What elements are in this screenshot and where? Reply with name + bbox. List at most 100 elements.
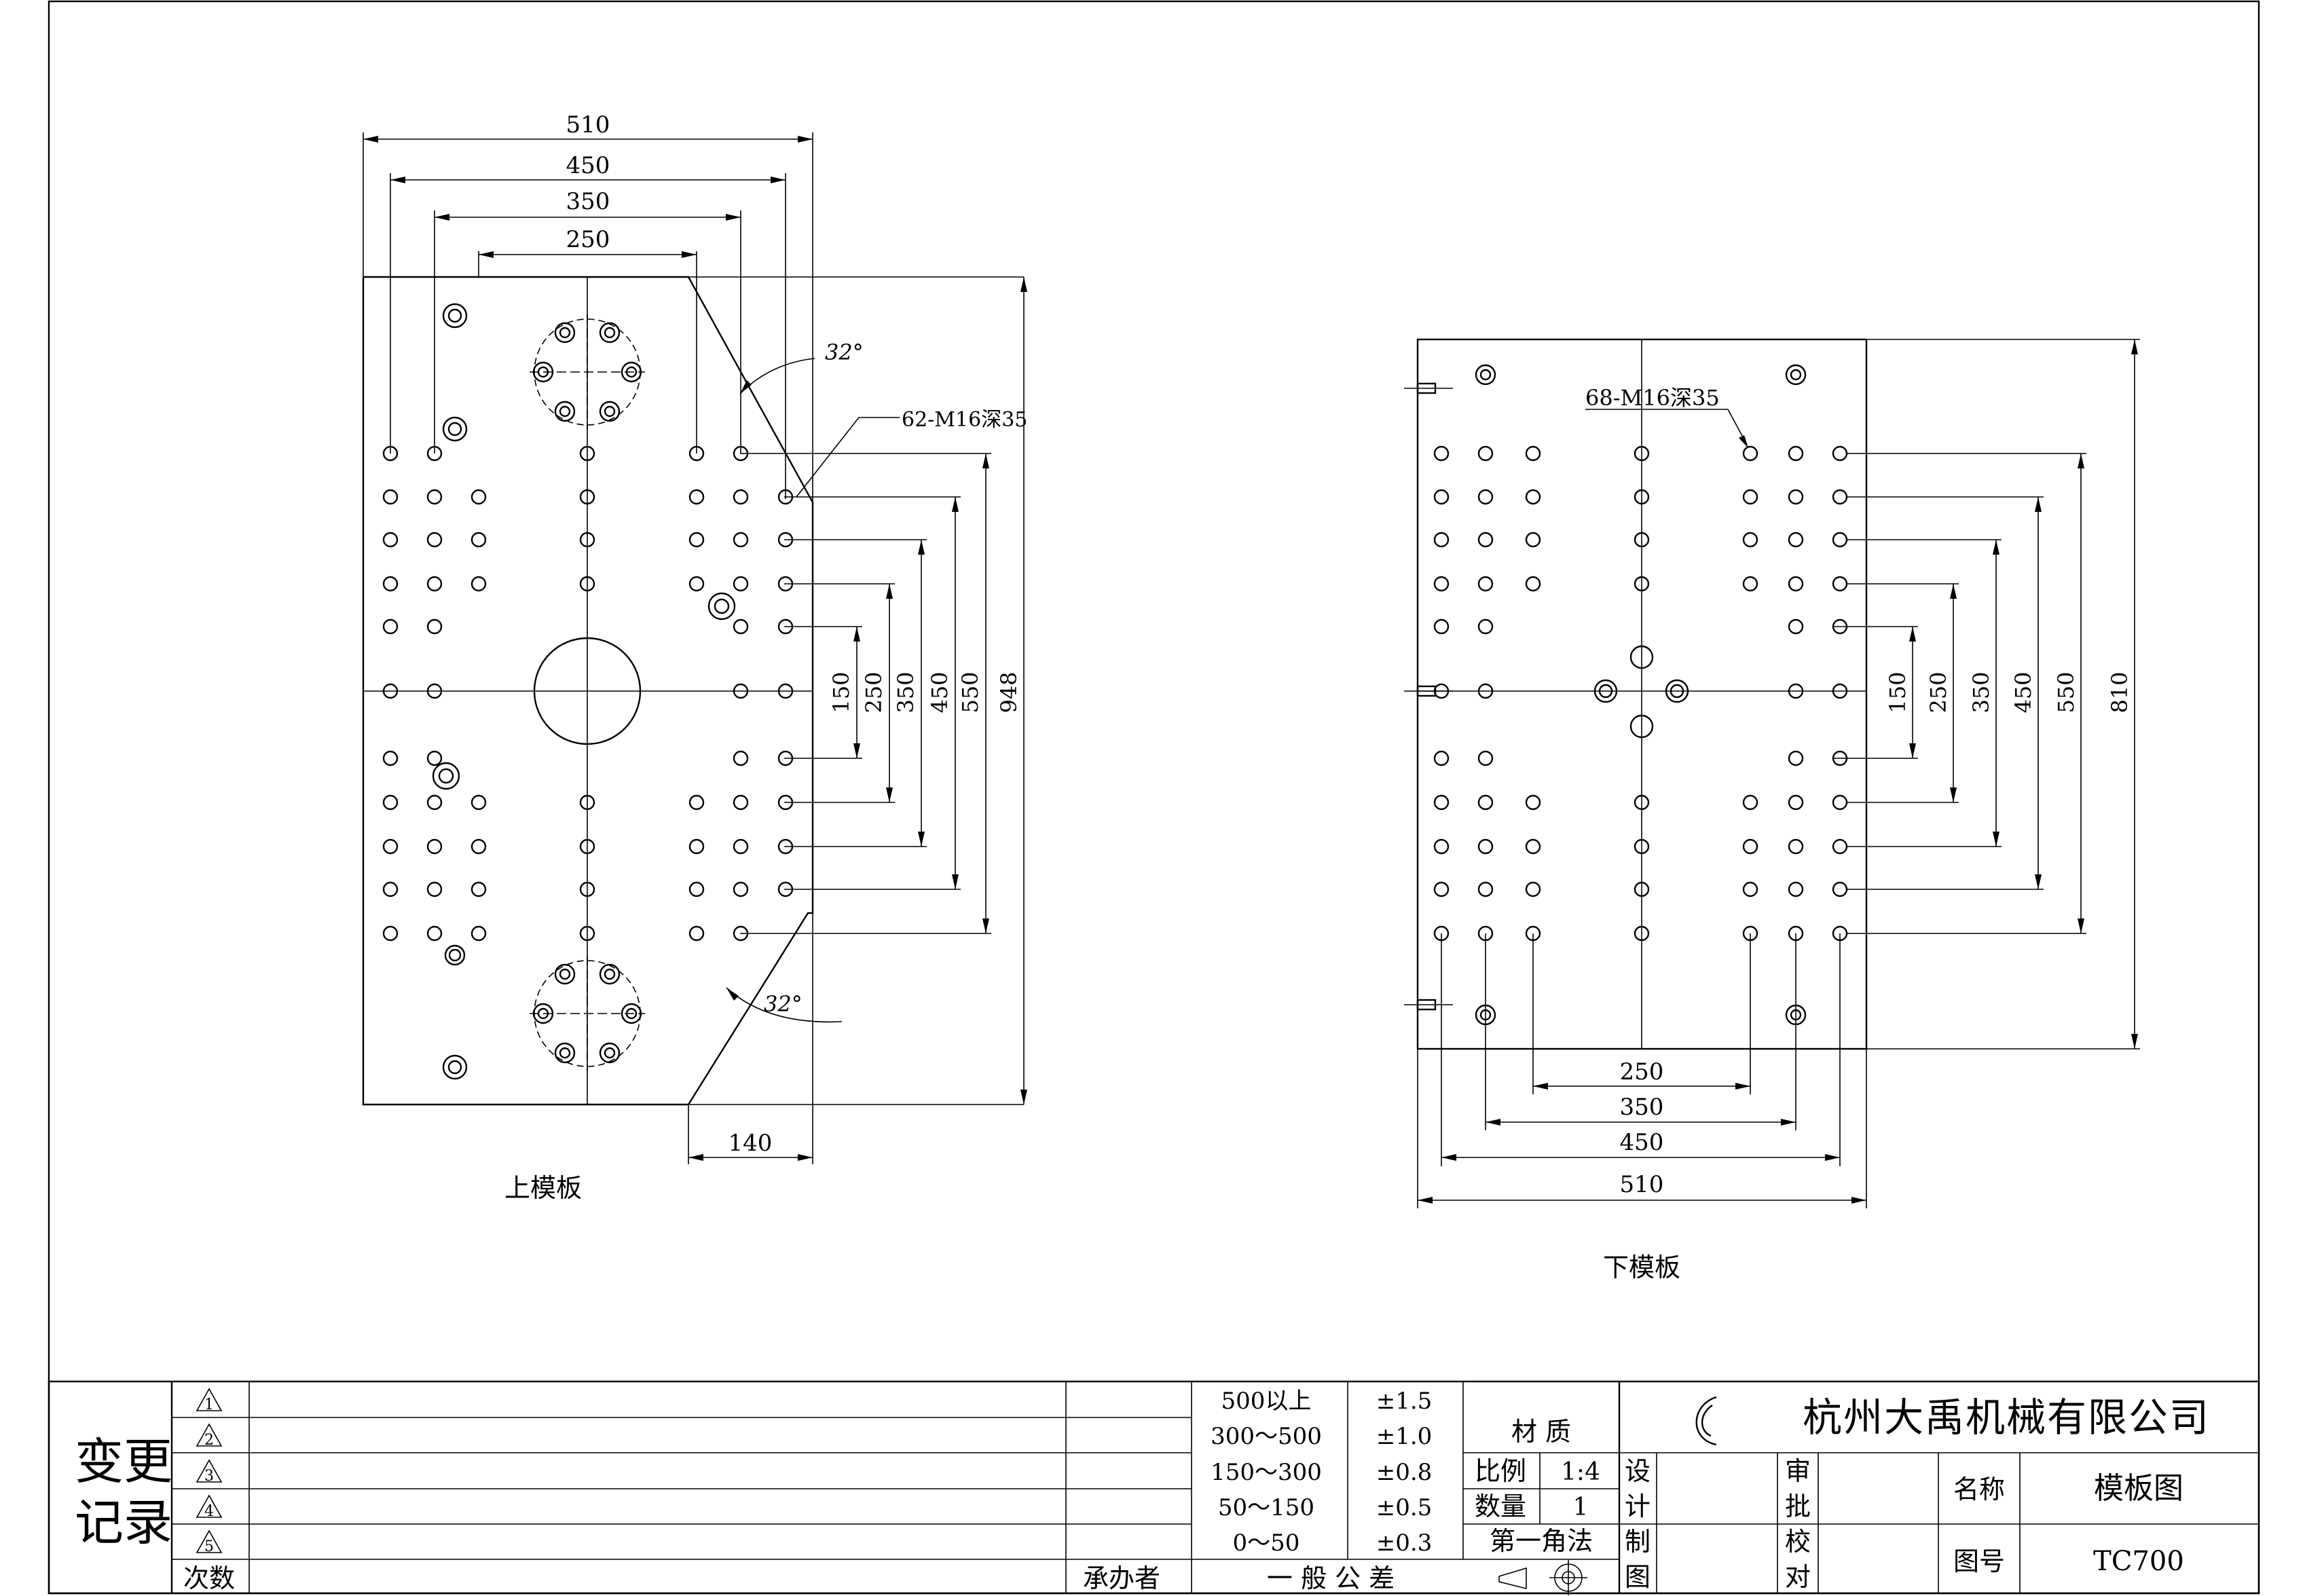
tapped-hole	[1477, 683, 1494, 699]
revision-mark-4: 4	[204, 1503, 214, 1520]
tapped-hole	[1634, 925, 1650, 942]
tapped-hole	[1788, 576, 1804, 592]
tapped-hole	[1477, 838, 1494, 855]
tapped-hole	[382, 618, 399, 635]
design-label-1: 设	[1625, 1456, 1651, 1486]
drawing-frame	[48, 0, 2260, 1595]
quantity-value: 1	[1573, 1493, 1589, 1521]
tapped-hole	[1788, 618, 1804, 635]
tapped-hole	[579, 445, 595, 462]
tapped-hole	[1832, 532, 1848, 548]
tapped-hole	[1433, 683, 1450, 699]
upper-center-bore	[533, 637, 642, 745]
upper-tapped-holes	[382, 445, 794, 942]
tapped-hole	[1433, 576, 1450, 592]
tapped-hole	[471, 925, 487, 942]
upper-dim-250v: 250	[861, 671, 887, 713]
tapped-hole	[1742, 794, 1758, 811]
tolerance-value-1: ±1.5	[1376, 1388, 1433, 1415]
lower-plate-view: 68-M16深35	[1404, 338, 2140, 1282]
upper-dim-550v: 550	[957, 671, 983, 713]
tapped-hole	[1433, 489, 1450, 505]
tolerance-range-2: 300～500	[1211, 1423, 1322, 1450]
tapped-hole	[1634, 445, 1650, 462]
tapped-hole	[1477, 881, 1494, 897]
tapped-hole	[1788, 489, 1804, 505]
upper-plate-outline	[362, 276, 814, 1106]
tapped-hole	[1788, 881, 1804, 897]
tapped-hole	[1433, 750, 1450, 766]
upper-dim-350v: 350	[893, 671, 919, 713]
tapped-hole	[426, 532, 443, 548]
upper-dim-450v: 450	[927, 671, 953, 713]
tapped-hole	[733, 532, 749, 548]
tapped-hole	[382, 881, 399, 897]
tapped-hole	[1788, 683, 1804, 699]
tapped-hole	[1832, 683, 1848, 699]
count-label: 次数	[183, 1563, 235, 1593]
tapped-hole	[1634, 881, 1650, 897]
quantity-label: 数量	[1475, 1491, 1526, 1521]
tapped-hole	[733, 489, 749, 505]
tapped-hole	[1525, 881, 1541, 897]
check-label-1: 校	[1785, 1527, 1811, 1557]
upper-plate-caption: 上模板	[504, 1173, 582, 1203]
tapped-hole	[579, 489, 595, 505]
tapped-hole	[1477, 794, 1494, 811]
tolerance-header: 一 般 公 差	[1267, 1563, 1395, 1593]
tapped-hole	[1634, 838, 1650, 855]
tapped-hole	[1525, 489, 1541, 505]
upper-angle-top: 32°	[825, 339, 864, 365]
tapped-hole	[1832, 445, 1848, 462]
tapped-hole	[579, 576, 595, 592]
upper-dim-450: 450	[566, 152, 610, 179]
change-record-line2: 记录	[75, 1494, 172, 1551]
lower-hole-note: 68-M16深35	[1585, 385, 1720, 411]
tolerance-range-3: 150～300	[1211, 1459, 1322, 1486]
tapped-hole	[1742, 489, 1758, 505]
draw-label-2: 图	[1625, 1562, 1651, 1592]
tolerance-range-1: 500以上	[1221, 1388, 1312, 1415]
tapped-hole	[1742, 445, 1758, 462]
scale-value: 1:4	[1561, 1458, 1600, 1486]
handler-label: 承办者	[1083, 1563, 1160, 1593]
tolerance-range-5: 0～50	[1233, 1529, 1300, 1557]
tolerance-value-2: ±1.0	[1376, 1423, 1433, 1450]
tapped-hole	[1742, 881, 1758, 897]
tapped-hole	[688, 794, 705, 811]
lower-dim-450v: 450	[2010, 671, 2036, 713]
tapped-hole	[1433, 838, 1450, 855]
tapped-hole	[1788, 838, 1804, 855]
review-label-2: 批	[1785, 1491, 1811, 1521]
tapped-hole	[426, 618, 443, 635]
tolerance-value-3: ±0.8	[1376, 1459, 1433, 1486]
tapped-hole	[733, 683, 749, 699]
tapped-hole	[688, 576, 705, 592]
tapped-hole	[1634, 532, 1650, 548]
tapped-hole	[733, 838, 749, 855]
tapped-hole	[1477, 618, 1494, 635]
tapped-hole	[733, 750, 749, 766]
lower-dim-450: 450	[1620, 1129, 1664, 1156]
projection-symbol-icon	[1498, 1560, 1587, 1595]
lower-dim-810: 810	[2107, 671, 2133, 713]
projection-label: 第一角法	[1490, 1526, 1593, 1556]
tapped-hole	[1832, 881, 1848, 897]
tapped-hole	[1832, 838, 1848, 855]
tapped-hole	[1788, 532, 1804, 548]
check-label-2: 对	[1785, 1562, 1811, 1592]
tapped-hole	[1832, 489, 1848, 505]
tapped-hole	[426, 881, 443, 897]
upper-dim-140: 140	[729, 1130, 773, 1157]
tapped-hole	[426, 489, 443, 505]
tapped-hole	[1832, 794, 1848, 811]
lower-tapped-holes	[1433, 445, 1848, 942]
tapped-hole	[382, 925, 399, 942]
tapped-hole	[1742, 576, 1758, 592]
design-label-2: 计	[1625, 1491, 1651, 1521]
upper-dim-150: 150	[828, 671, 854, 713]
lower-plate-caption: 下模板	[1603, 1252, 1680, 1282]
tapped-hole	[733, 576, 749, 592]
tapped-hole	[1433, 794, 1450, 811]
material-label: 材 质	[1511, 1417, 1571, 1447]
